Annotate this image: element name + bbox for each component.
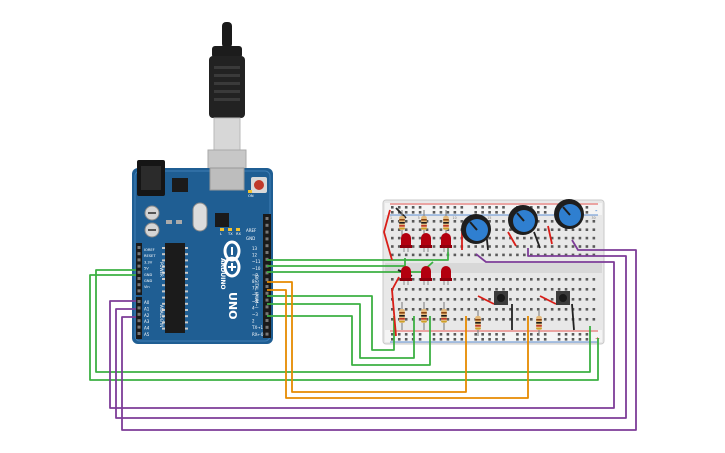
wire-red-7[interactable]	[539, 295, 557, 305]
wire-green-8[interactable]	[267, 315, 431, 366]
digital-pin-label: 13	[252, 246, 258, 251]
wire-red-5[interactable]	[391, 276, 400, 337]
led-icon[interactable]	[400, 266, 412, 285]
wire-purple-2[interactable]	[115, 248, 627, 419]
potentiometer-3[interactable]	[554, 199, 584, 229]
digital-pin-label: ~6	[252, 292, 258, 297]
analog-header-label: ANALOG IN	[159, 305, 164, 327]
led-icon[interactable]	[420, 233, 432, 252]
resistor-icon[interactable]	[421, 210, 427, 236]
column-mark: 5	[418, 216, 420, 220]
wire-red-3[interactable]	[507, 231, 517, 247]
power-pin-label: 5V	[144, 267, 149, 271]
digital-pin-label: RX←0	[252, 332, 264, 337]
analog-pin-label: A4	[144, 326, 150, 331]
digital-pin-label: 4	[252, 305, 255, 310]
led-icon[interactable]	[420, 266, 432, 285]
digital-pin-label: ~9	[252, 272, 258, 277]
resistor-icon[interactable]	[536, 310, 542, 336]
arduino-logo	[223, 240, 241, 278]
power-pin-label: IOREF	[144, 248, 155, 252]
digital-pin-label: 12	[252, 253, 258, 258]
wire-red-1[interactable]	[383, 209, 393, 261]
arduino-uno-board[interactable]: ARDUINO UNO DIGITAL (PWM~) POWER ANALOG …	[132, 160, 273, 344]
resistor-icon[interactable]	[399, 210, 405, 236]
digital-pin-label: 8	[252, 279, 255, 284]
gnd-label: GND	[246, 236, 255, 241]
status-led	[220, 228, 224, 231]
wire-green-4[interactable]	[267, 258, 406, 267]
analog-pin-label: A1	[144, 306, 150, 311]
potentiometer-2[interactable]	[508, 205, 538, 235]
resistor-icon[interactable]	[441, 302, 447, 330]
wire-orange-1[interactable]	[267, 281, 467, 393]
digital-pin-label: ~5	[252, 299, 258, 304]
board-brand: ARDUINO	[219, 258, 226, 289]
digital-pin-label: ~11	[252, 259, 261, 264]
power-pin-label: 3.3V	[144, 260, 153, 264]
status-led-label: RX	[236, 232, 241, 236]
rail-minus-label: -	[595, 207, 598, 215]
wire-green-1[interactable]	[95, 269, 591, 373]
led-icon[interactable]	[440, 266, 452, 285]
wire-green-7[interactable]	[267, 303, 415, 359]
column-mark: 10	[453, 216, 457, 220]
wire-red-4[interactable]	[547, 225, 553, 245]
status-led	[248, 190, 252, 193]
wire-green-6[interactable]	[267, 295, 395, 351]
aref-label: AREF	[246, 228, 257, 233]
pushbutton-2[interactable]	[556, 291, 570, 305]
analog-pin-label: A3	[144, 319, 150, 324]
status-led-label: L	[220, 232, 222, 236]
wire-black-3[interactable]	[533, 231, 541, 249]
wire-green-2[interactable]	[89, 274, 599, 381]
column-mark: 15	[487, 216, 491, 220]
resistor-icon[interactable]	[475, 310, 481, 336]
wire-black-5[interactable]	[571, 303, 575, 331]
analog-pin-label: A0	[144, 300, 150, 305]
resistor-icon[interactable]	[421, 302, 427, 330]
wire-purple-3[interactable]	[121, 239, 637, 431]
status-led	[236, 228, 240, 231]
status-led-label: TX	[227, 232, 233, 236]
column-mark: 30	[592, 216, 596, 220]
power-pin-label: GND	[144, 279, 152, 283]
power-pin-label: Vin	[144, 285, 150, 289]
status-led	[228, 228, 232, 231]
wire-black-1[interactable]	[395, 207, 407, 219]
board-model: UNO	[226, 292, 239, 320]
column-mark: 1	[390, 216, 392, 220]
power-header-label: POWER	[159, 262, 164, 277]
digital-pin-label: 7	[252, 286, 255, 291]
power-pin-label: GND	[144, 273, 152, 277]
analog-pin-label: A5	[144, 332, 150, 337]
led-group[interactable]	[400, 233, 452, 285]
pushbutton-1[interactable]	[494, 291, 508, 305]
resistor-group[interactable]	[399, 210, 542, 336]
potentiometer-1[interactable]	[461, 214, 491, 244]
status-led-label: ON	[248, 194, 254, 198]
resistor-icon[interactable]	[443, 210, 449, 236]
digital-pin-label: 2	[252, 319, 255, 324]
power-pin-label: RESET	[144, 254, 156, 258]
wire-purple-1[interactable]	[109, 253, 615, 409]
led-icon[interactable]	[440, 233, 452, 252]
digital-pin-label: TX→1	[251, 325, 264, 330]
digital-header-label: DIGITAL (PWM~)	[254, 275, 259, 309]
resistor-icon[interactable]	[399, 302, 405, 330]
wire-orange-2[interactable]	[267, 289, 529, 399]
digital-pin-label: ~3	[252, 312, 258, 317]
analog-pin-label: A2	[144, 313, 150, 318]
digital-pin-label: ~10	[252, 266, 261, 271]
wire-red-6[interactable]	[477, 295, 495, 305]
atmega-chip	[165, 243, 185, 333]
usb-socket	[209, 167, 245, 191]
led-icon[interactable]	[400, 233, 412, 252]
